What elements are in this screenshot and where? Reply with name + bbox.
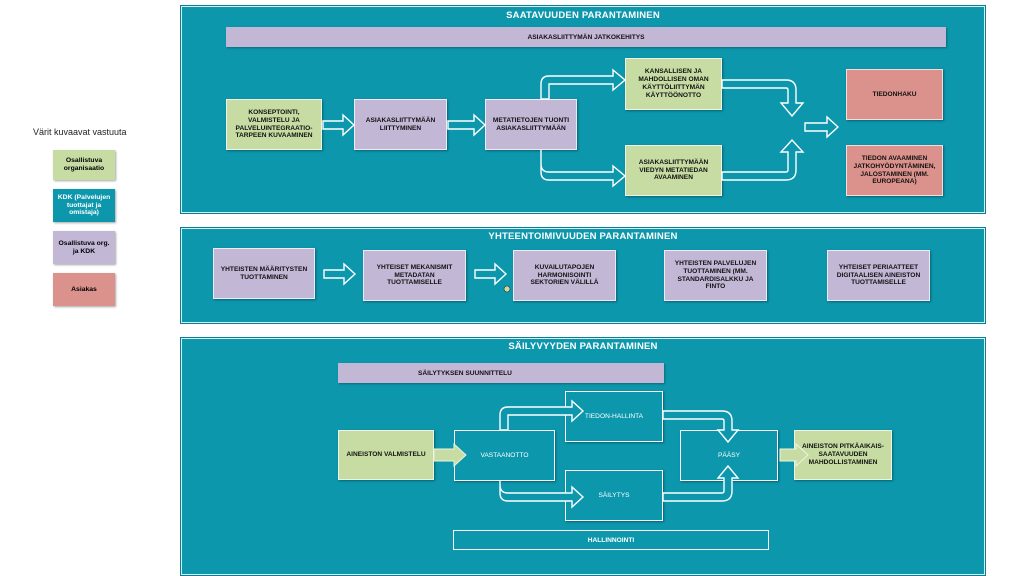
box-pitkaaikaissaatavuus: AINEISTON PITKÄAIKAIS-SAATAVUUDEN MAHDOL… bbox=[794, 430, 892, 480]
box-tiedonhallinta: TIEDON-HALLINTA bbox=[565, 391, 663, 442]
box-yhteiset-palvelut: YHTEISTEN PALVELUJEN TUOTTAMINEN (MM. ST… bbox=[664, 250, 767, 301]
panel-yhteentoimivuus-title: YHTEENTOIMIVUUDEN PARANTAMINEN bbox=[488, 231, 678, 242]
legend-item-kdk: KDK (Palvelujen tuottajat ja omistaja) bbox=[53, 189, 115, 222]
box-kuvailutapojen-harmonisointi: KUVAILUTAPOJEN HARMONISOINTI SEKTORIEN V… bbox=[513, 250, 616, 301]
box-metatietojen-tuonti: METATIETOJEN TUONTI ASIAKASLIITTYMÄÄN bbox=[485, 99, 577, 150]
box-liittyminen: ASIAKASLIITTYMÄÄN LIITTYMINEN bbox=[354, 99, 447, 150]
box-aineiston-valmistelu: AINEISTON VALMISTELU bbox=[338, 430, 434, 480]
box-tiedon-avaaminen: TIEDON AVAAMINEN JATKOHYÖDYNTÄMINEN, JAL… bbox=[846, 145, 943, 196]
bar-hallinnointi: HALLINNOINTI bbox=[453, 530, 769, 550]
panel-sailyvyys-title: SÄILYVYYDEN PARANTAMINEN bbox=[508, 341, 658, 352]
banner-sailytyksen-suunnittelu: SÄILYTYKSEN SUUNNITTELU bbox=[338, 363, 664, 383]
banner-asiakasliittyma: ASIAKASLIITTYMÄN JATKOKEHITYS bbox=[226, 27, 946, 47]
box-kansallisen-kayttoliittyma: KANSALLISEN JA MAHDOLLISEN OMAN KÄYTTÖLI… bbox=[625, 58, 722, 110]
panel-saatavuus-title: SAATAVUUDEN PARANTAMINEN bbox=[506, 10, 660, 21]
legend-item-customer: Asiakas bbox=[53, 273, 115, 306]
box-yhteiset-periaatteet: YHTEISET PERIAATTEET DIGITAALISEN AINEIS… bbox=[827, 250, 930, 301]
box-paasy: PÄÄSY bbox=[680, 430, 778, 481]
box-tiedonhaku: TIEDONHAKU bbox=[846, 69, 943, 120]
box-yhteiset-mekanismit: YHTEISET MEKANISMIT METADATAN TUOTTAMISE… bbox=[363, 250, 466, 301]
box-vastaanotto: VASTAANOTTO bbox=[454, 430, 555, 481]
legend-title: Värit kuvaavat vastuuta bbox=[33, 127, 127, 137]
legend-item-org-and-kdk: Osallistuva org. ja KDK bbox=[53, 231, 115, 264]
box-sailytys: SÄILYTYS bbox=[565, 470, 663, 521]
legend-item-participating-org: Osallistuva organisaatio bbox=[53, 150, 115, 180]
box-yhteiset-maaritykset: YHTEISTEN MÄÄRITYSTEN TUOTTAMINEN bbox=[213, 248, 315, 299]
box-konseptointi: KONSEPTOINTI, VALMISTELU JA PALVELUINTEG… bbox=[226, 99, 322, 150]
box-viedyn-metatiedon-avaaminen: ASIAKASLIITTYMÄÄN VIEDYN METATIEDAN AVAA… bbox=[625, 145, 722, 196]
